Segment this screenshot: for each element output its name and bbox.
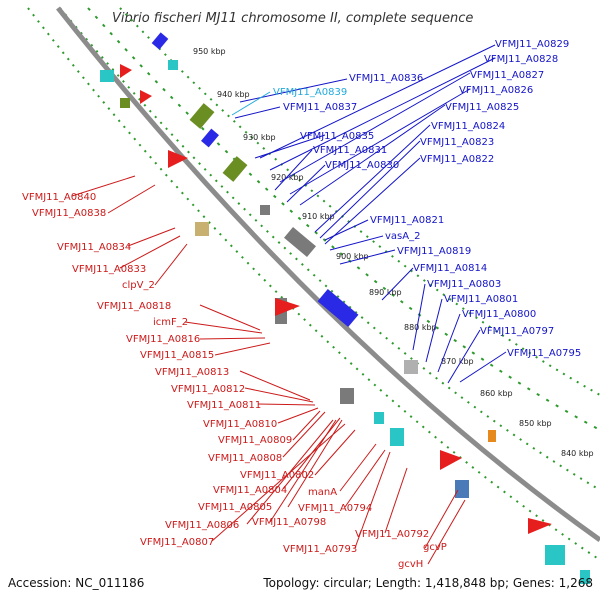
gene-label[interactable]: clpV_2	[122, 280, 155, 291]
tick-label: 870 kbp	[441, 357, 474, 366]
gene-label[interactable]: icmF_2	[153, 317, 188, 328]
gene-label[interactable]: VFMJ11_A0822	[420, 154, 494, 165]
gene-label[interactable]: VFMJ11_A0816	[126, 334, 200, 345]
tick-label: 950 kbp	[193, 47, 226, 56]
gene-label[interactable]: VFMJ11_A0830	[325, 160, 399, 171]
map-title: Vibrio fischeri MJ11 chromosome II, comp…	[112, 11, 473, 26]
red-leader-lines	[71, 175, 466, 565]
outer-mid-dotted-ring	[87, 7, 600, 431]
blue-leader-lines	[234, 44, 507, 384]
gene-label[interactable]: VFMJ11_A0794	[298, 503, 372, 514]
gene-label[interactable]: VFMJ11_A0819	[397, 246, 471, 257]
feature-glyphs	[100, 32, 590, 584]
tick-label: 900 kbp	[336, 252, 369, 261]
gene-label[interactable]: VFMJ11_A0836	[349, 73, 423, 84]
gene-label[interactable]: VFMJ11_A0824	[431, 121, 505, 132]
gene-label[interactable]: VFMJ11_A0814	[413, 263, 487, 274]
gene-label[interactable]: VFMJ11_A0805	[198, 502, 272, 513]
tick-label: 940 kbp	[217, 90, 250, 99]
gene-label[interactable]: VFMJ11_A0802	[240, 470, 314, 481]
tick-label: 910 kbp	[302, 212, 335, 221]
gene-label[interactable]: gcvP	[423, 542, 447, 553]
gene-label[interactable]: manA	[308, 487, 337, 498]
gene-label[interactable]: VFMJ11_A0828	[484, 54, 558, 65]
gene-label[interactable]: VFMJ11_A0840	[22, 192, 96, 203]
gene-label[interactable]: VFMJ11_A0815	[140, 350, 214, 361]
gene-label[interactable]: VFMJ11_A0807	[140, 537, 214, 548]
accession-text: Accession: NC_011186	[8, 576, 144, 590]
gene-label[interactable]: VFMJ11_A0811	[187, 400, 261, 411]
gene-label[interactable]: VFMJ11_A0795	[507, 348, 581, 359]
gene-label[interactable]: VFMJ11_A0812	[171, 384, 245, 395]
gene-label[interactable]: VFMJ11_A0835	[300, 131, 374, 142]
gene-label[interactable]: VFMJ11_A0825	[445, 102, 519, 113]
gene-label[interactable]: VFMJ11_A0809	[218, 435, 292, 446]
gene-label[interactable]: VFMJ11_A0837	[283, 102, 357, 113]
tick-label: 850 kbp	[519, 419, 552, 428]
gene-label[interactable]: VFMJ11_A0804	[213, 485, 287, 496]
tick-label: 860 kbp	[480, 389, 513, 398]
gene-label[interactable]: VFMJ11_A0800	[462, 309, 536, 320]
gene-label[interactable]: VFMJ11_A0834	[57, 242, 131, 253]
gene-label[interactable]: VFMJ11_A0823	[420, 137, 494, 148]
tick-label: 930 kbp	[243, 133, 276, 142]
gene-label[interactable]: VFMJ11_A0833	[72, 264, 146, 275]
gene-label[interactable]: VFMJ11_A0829	[495, 39, 569, 50]
cyan-leader-line	[231, 91, 271, 116]
topology-summary: Topology: circular; Length: 1,418,848 bp…	[262, 576, 593, 590]
gene-label[interactable]: VFMJ11_A0827	[470, 70, 544, 81]
gene-label[interactable]: VFMJ11_A0818	[97, 301, 171, 312]
gene-label[interactable]: VFMJ11_A0797	[480, 326, 554, 337]
tick-label: 890 kbp	[369, 288, 402, 297]
gene-label[interactable]: VFMJ11_A0806	[165, 520, 239, 531]
gene-label[interactable]: gcvH	[398, 559, 423, 570]
gene-label[interactable]: VFMJ11_A0831	[313, 145, 387, 156]
gene-label-highlighted[interactable]: VFMJ11_A0839	[273, 87, 347, 98]
gene-label[interactable]: VFMJ11_A0808	[208, 453, 282, 464]
gene-label[interactable]: VFMJ11_A0838	[32, 208, 106, 219]
gene-label[interactable]: VFMJ11_A0826	[459, 85, 533, 96]
gene-label[interactable]: VFMJ11_A0810	[203, 419, 277, 430]
gene-label[interactable]: VFMJ11_A0813	[155, 367, 229, 378]
gene-label[interactable]: VFMJ11_A0798	[252, 517, 326, 528]
tick-label: 840 kbp	[561, 449, 594, 458]
gene-label[interactable]: vasA_2	[385, 231, 420, 242]
gene-label[interactable]: VFMJ11_A0801	[444, 294, 518, 305]
gene-label[interactable]: VFMJ11_A0821	[370, 215, 444, 226]
tick-label: 880 kbp	[404, 323, 437, 332]
gene-label[interactable]: VFMJ11_A0792	[355, 529, 429, 540]
gene-label[interactable]: VFMJ11_A0803	[427, 279, 501, 290]
gene-label[interactable]: VFMJ11_A0793	[283, 544, 357, 555]
